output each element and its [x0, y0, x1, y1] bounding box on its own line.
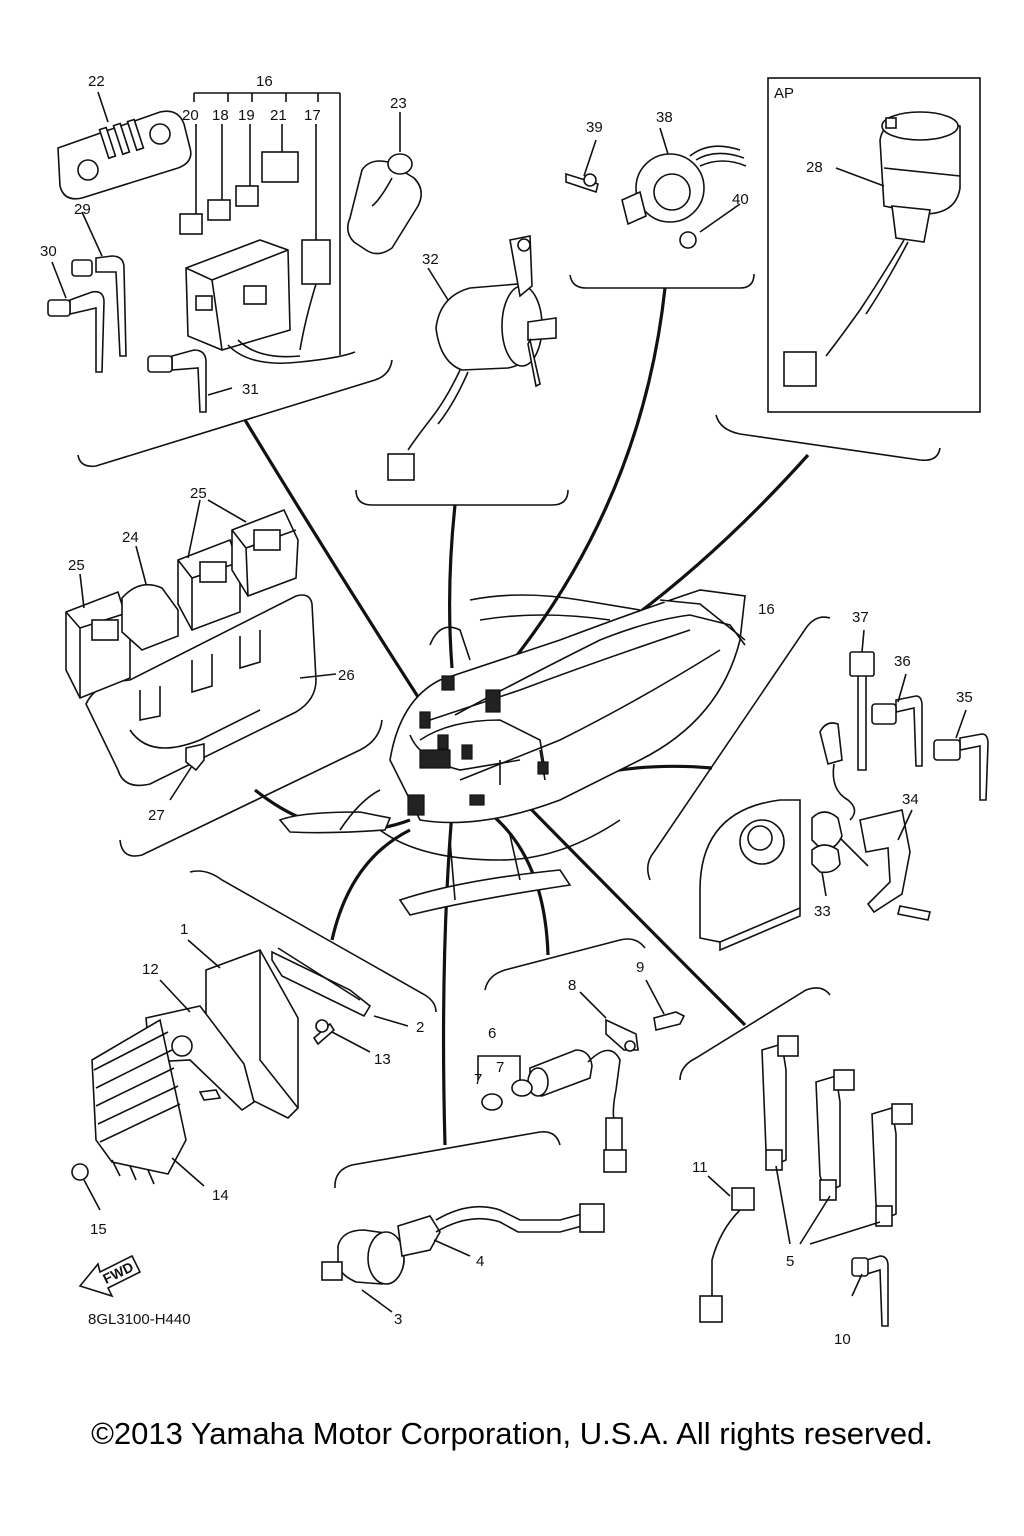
label-25-top: 25 — [190, 485, 207, 502]
label-6: 6 — [488, 1025, 496, 1042]
part-23-cap — [346, 112, 422, 255]
label-17: 17 — [304, 107, 321, 124]
part-3-4-switch-lead — [321, 1203, 605, 1313]
part-38-40-sensor — [565, 127, 747, 249]
part-29-31-cable-ties — [47, 211, 233, 413]
label-10: 10 — [834, 1331, 851, 1348]
label-16-top: 16 — [256, 73, 273, 90]
label-27: 27 — [148, 807, 165, 824]
part-6-9-sensor-clamp — [477, 979, 686, 1173]
label-11: 11 — [692, 1159, 708, 1176]
label-37: 37 — [852, 609, 869, 626]
parts-diagram: FWD 22 16 20 18 19 21 17 23 29 30 31 32 … — [40, 73, 989, 1348]
label-35: 35 — [956, 689, 973, 706]
label-25-left: 25 — [68, 557, 85, 574]
label-40: 40 — [732, 191, 749, 208]
label-16-vehicle: 16 — [758, 601, 775, 618]
diagram-code: 8GL3100-H440 — [88, 1311, 191, 1328]
label-3: 3 — [394, 1311, 402, 1328]
label-33: 33 — [814, 903, 831, 920]
group-brackets — [77, 273, 941, 1189]
part-1-15-ecu-rectifier — [71, 939, 409, 1211]
label-31: 31 — [242, 381, 259, 398]
ap-label: AP — [774, 85, 794, 102]
label-18: 18 — [212, 107, 229, 124]
label-1: 1 — [180, 921, 188, 938]
label-9: 9 — [636, 959, 644, 976]
part-24-27-relays — [65, 499, 337, 801]
label-19: 19 — [238, 107, 255, 124]
label-24: 24 — [122, 529, 139, 546]
label-21: 21 — [270, 107, 287, 124]
label-8: 8 — [568, 977, 576, 994]
ap-accessory-box — [767, 77, 981, 413]
part-5-11-ignition-coils — [699, 1035, 913, 1327]
label-14: 14 — [212, 1187, 229, 1204]
label-15: 15 — [90, 1221, 107, 1238]
label-23: 23 — [390, 95, 407, 112]
label-7-left: 7 — [474, 1071, 482, 1088]
fwd-arrow-icon: FWD — [78, 1254, 142, 1298]
label-39: 39 — [586, 119, 603, 136]
label-28: 28 — [806, 159, 823, 176]
label-4: 4 — [476, 1253, 484, 1270]
label-12: 12 — [142, 961, 159, 978]
snowmobile-body — [278, 589, 746, 916]
label-34: 34 — [902, 791, 919, 808]
label-20: 20 — [182, 107, 199, 124]
part-33-37-sensor-bracket — [699, 629, 989, 952]
label-29: 29 — [74, 201, 91, 218]
label-2: 2 — [416, 1019, 424, 1036]
label-7-right: 7 — [496, 1059, 504, 1076]
part-number-labels: 22 16 20 18 19 21 17 23 29 30 31 32 39 3… — [40, 73, 973, 1348]
label-22: 22 — [88, 73, 105, 90]
label-13: 13 — [374, 1051, 391, 1068]
label-38: 38 — [656, 109, 673, 126]
label-36: 36 — [894, 653, 911, 670]
part-16-fuse-box — [179, 92, 356, 365]
label-32: 32 — [422, 251, 439, 268]
label-26: 26 — [338, 667, 355, 684]
part-22-bracket — [57, 91, 192, 200]
label-5: 5 — [786, 1253, 794, 1270]
copyright-notice: ©2013 Yamaha Motor Corporation, U.S.A. A… — [91, 1416, 933, 1451]
part-32-main-switch — [387, 235, 557, 481]
label-30: 30 — [40, 243, 57, 260]
